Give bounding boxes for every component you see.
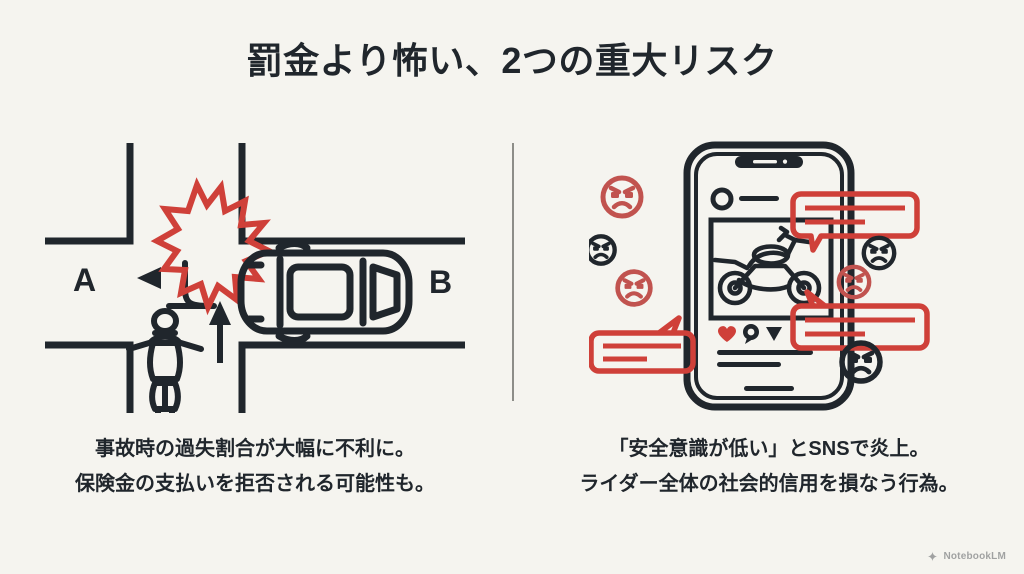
comment-icon: [743, 324, 759, 344]
car-top-view-icon: [237, 239, 413, 344]
notebooklm-watermark: NotebookLM: [927, 551, 1006, 562]
angry-face-icon: [836, 264, 872, 300]
comment-bubble-icon: [790, 289, 930, 351]
post-text-line: [717, 362, 781, 367]
center-divider: [512, 143, 514, 401]
page-title: 罰金より怖い、2つの重大リスク: [246, 40, 778, 81]
road-corner-top-right: [238, 142, 465, 244]
phone-home-indicator: [744, 386, 794, 391]
post-actions-row: [718, 324, 782, 344]
watermark-label: NotebookLM: [943, 551, 1006, 562]
road-corner-bottom-right: [238, 341, 465, 413]
social-media-flaming-illustration: [524, 140, 1014, 415]
caption-line: ライダー全体の社会的信用を損なう行為。: [579, 473, 959, 495]
label-route-a: A: [73, 262, 96, 298]
post-text-line: [717, 350, 813, 355]
road-corner-top-left: [45, 142, 134, 244]
label-route-b: B: [429, 264, 452, 300]
share-icon: [766, 327, 782, 341]
angry-face-icon: [839, 340, 883, 384]
post-image-frame: [708, 217, 834, 321]
comment-bubble-icon: [589, 315, 696, 374]
intersection-collision-svg: A B: [45, 142, 465, 413]
motorcycle-top-view-icon: [126, 307, 204, 413]
collision-burst-icon: [150, 176, 277, 315]
caption-line: 事故時の過失割合が大幅に不利に。: [95, 438, 415, 460]
social-flaming-svg: [589, 141, 930, 411]
heart-icon: [718, 326, 736, 342]
caption-line: 「安全意識が低い」とSNSで炎上。: [608, 438, 930, 460]
intersection-collision-diagram: A B: [10, 140, 500, 415]
road-corner-bottom-left: [45, 341, 134, 413]
angry-face-icon: [615, 269, 653, 307]
risk-panel-accident: A B 事故時の過失割合が大幅に不利に。 保険金の支払いを拒否される可能性も。: [10, 140, 500, 540]
caption-line: 保険金の支払いを拒否される可能性も。: [75, 473, 435, 495]
risk-panel-social: 「安全意識が低い」とSNSで炎上。 ライダー全体の社会的信用を損なう行為。: [524, 140, 1014, 540]
motorcycle-side-view-icon: [712, 225, 822, 306]
comment-bubble-icon: [790, 191, 920, 253]
caption-accident: 事故時の過失割合が大幅に不利に。 保険金の支払いを拒否される可能性も。: [10, 432, 500, 502]
angry-face-icon: [589, 234, 617, 266]
caption-social: 「安全意識が低い」とSNSで炎上。 ライダー全体の社会的信用を損なう行為。: [524, 432, 1014, 502]
notebooklm-icon: [928, 551, 938, 562]
phone-speaker: [753, 160, 777, 164]
straight-arrowhead: [209, 300, 231, 325]
left-turn-arrowhead: [137, 266, 161, 289]
angry-face-icon: [600, 175, 644, 219]
phone-camera: [782, 159, 788, 164]
post-header: [710, 187, 779, 211]
username-line: [739, 196, 779, 201]
avatar-circle-icon: [710, 187, 734, 211]
angry-face-icon: [861, 235, 897, 271]
